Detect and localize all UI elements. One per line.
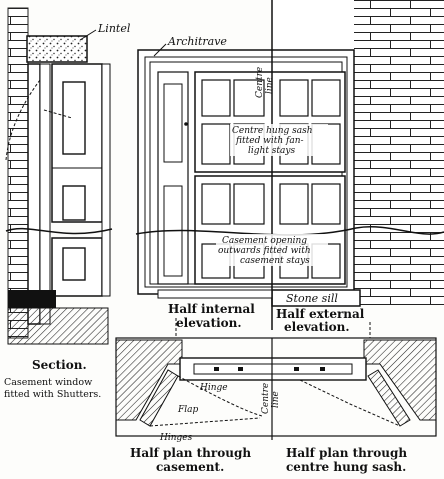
casement-opening-note-3: casement stays <box>240 256 310 266</box>
centre-hung-sash-note-2: fitted with fan- <box>235 136 304 146</box>
plan-sash-caption-2: centre hung sash. <box>286 460 406 474</box>
flap-label: Flap <box>177 405 198 415</box>
centre-hung-sash-note-1: Centre hung sash <box>232 126 313 136</box>
centre-hung-sash-note-3: light stays <box>248 146 295 156</box>
casement-opening-note-1: Casement opening <box>222 236 307 246</box>
architrave-label: Architrave <box>167 35 227 48</box>
lintel-label: Lintel <box>97 22 131 35</box>
half-internal-caption-1: Half internal <box>168 302 255 316</box>
stone-sill-label: Stone sill <box>286 292 338 305</box>
plan-casement-caption-2: casement. <box>156 460 224 474</box>
centre-line-label-top: Centre <box>255 67 265 98</box>
plan-drawing <box>115 318 437 440</box>
section-drawing <box>5 7 113 345</box>
hinges-label: Hinges <box>159 433 193 443</box>
casement-opening-note-2: outwards fitted with <box>218 246 311 256</box>
centre-line-label-plan: Centre <box>261 383 271 414</box>
centre-line-label-plan-2: line <box>271 391 281 408</box>
section-title: Section. <box>32 358 87 372</box>
plan-sash-caption-1: Half plan through <box>286 446 407 460</box>
section-subtitle-1: Casement window <box>4 377 92 388</box>
half-external-caption-1: Half external <box>276 307 365 321</box>
half-internal-caption-2: elevation. <box>176 316 242 330</box>
half-external-caption-2: elevation. <box>284 320 350 334</box>
plan-casement-caption-1: Half plan through <box>130 446 251 460</box>
centre-line-label-top-2: line <box>265 77 275 94</box>
lintel-block <box>26 35 88 63</box>
hinge-label: Hinge <box>199 383 228 393</box>
section-subtitle-2: fitted with Shutters. <box>4 389 101 400</box>
elevation-drawing <box>135 0 444 330</box>
